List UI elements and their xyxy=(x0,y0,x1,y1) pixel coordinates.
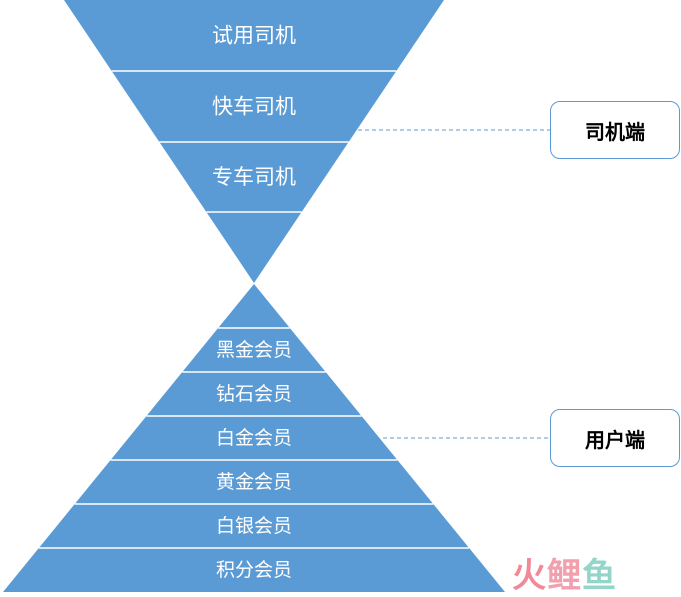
pyramid-segment-label: 黑金会员 xyxy=(216,339,292,361)
user-side-callout: 用户端 xyxy=(550,409,680,467)
funnel-segment-label: 专车司机 xyxy=(212,165,296,189)
driver-side-label: 司机端 xyxy=(585,119,645,144)
pyramid-segment-label: 白金会员 xyxy=(216,427,292,449)
watermark-char-2: 鲤 xyxy=(547,556,582,596)
pyramid-segment-label: 钻石会员 xyxy=(216,383,292,405)
pyramid-segment-label: 黄金会员 xyxy=(216,471,292,493)
funnel-segment-label: 试用司机 xyxy=(212,24,296,48)
pyramid-segment-label: 白银会员 xyxy=(216,515,292,537)
pyramid-shape xyxy=(3,284,505,592)
watermark-logo: 火鲤鱼 xyxy=(512,548,617,597)
pyramid-segment-label: 积分会员 xyxy=(216,559,292,581)
user-side-label: 用户端 xyxy=(585,427,645,452)
watermark-char-1: 火 xyxy=(512,556,547,596)
funnel-segment-label: 快车司机 xyxy=(212,95,296,119)
watermark-char-3: 鱼 xyxy=(582,556,617,596)
driver-side-callout: 司机端 xyxy=(550,101,680,159)
